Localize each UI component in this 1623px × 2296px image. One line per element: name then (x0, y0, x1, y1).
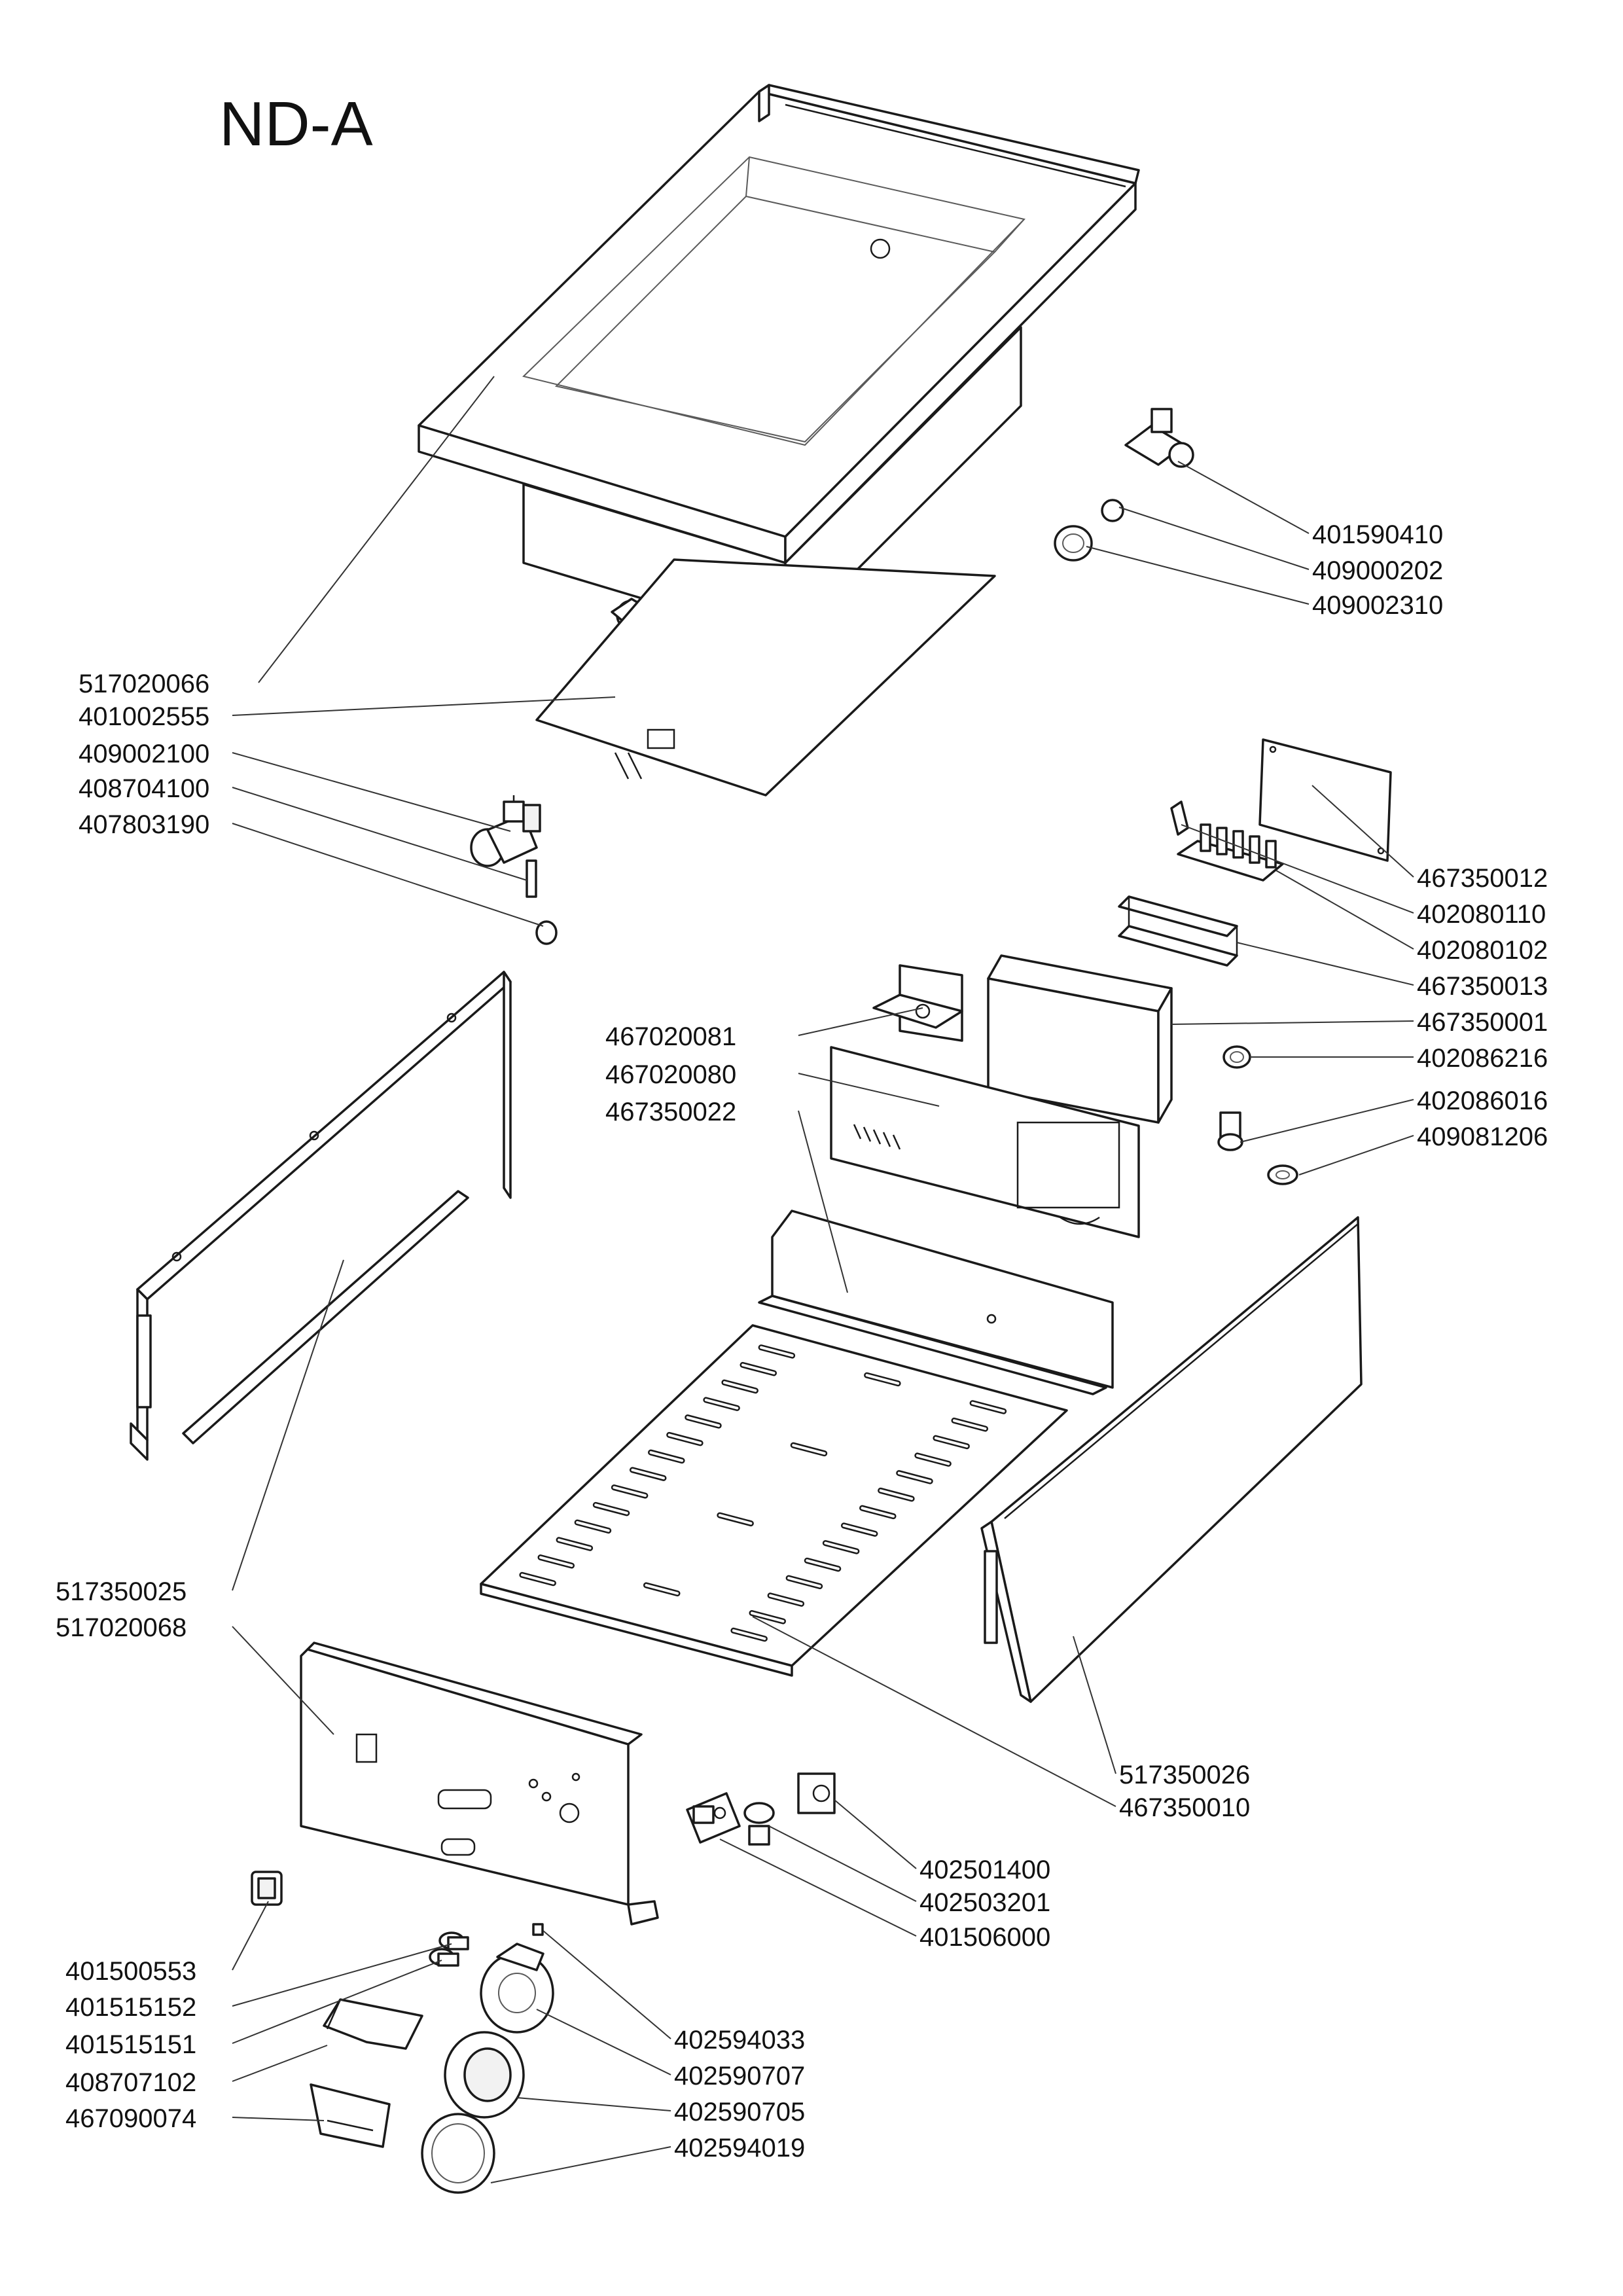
drain-valve-part (470, 795, 558, 945)
front-panel-part (830, 1046, 1140, 1238)
tray-slot-inner (769, 1594, 803, 1605)
part-label-402086216: 402086216 (1417, 1044, 1548, 1073)
leader-lines (232, 376, 1414, 2183)
part-label-467350001: 467350001 (1417, 1008, 1548, 1037)
electrical-box-part (987, 954, 1173, 1124)
tray-slot-inner (539, 1556, 573, 1568)
switch-components-part (686, 1772, 836, 1846)
part-label-402590705: 402590705 (674, 2098, 805, 2126)
din-rail-bracket-part (1118, 895, 1238, 967)
part-label-401515151: 401515151 (65, 2030, 196, 2059)
tray-slot-inner (732, 1629, 766, 1640)
part-label-517020068: 517020068 (56, 1613, 187, 1642)
rear-channel-part (758, 1210, 1114, 1395)
tray-slot-inner (879, 1489, 914, 1500)
part-number-labels: 517020066 401002555 409002100 408704100 … (56, 520, 1548, 2162)
part-label-401500553: 401500553 (65, 1957, 196, 1986)
tray-slot-inner (718, 1514, 753, 1525)
part-label-401002555: 401002555 (79, 702, 209, 731)
tray-slot-inner (649, 1451, 684, 1462)
part-label-467350010: 467350010 (1119, 1793, 1250, 1822)
part-label-401590410: 401590410 (1312, 520, 1443, 549)
part-label-402080110: 402080110 (1417, 900, 1546, 929)
tray-slot-inner (558, 1538, 592, 1550)
tray-slot-inner (645, 1584, 679, 1595)
tray-slot-inner (824, 1541, 858, 1553)
tray-slot-inner (631, 1468, 665, 1480)
tray-slot-inner (916, 1454, 950, 1465)
tray-slot-inner (806, 1559, 840, 1570)
tray-slot-inner (520, 1573, 555, 1585)
part-label-467020080: 467020080 (605, 1060, 736, 1089)
part-label-402594019: 402594019 (674, 2134, 805, 2162)
control-panel-part (300, 1641, 659, 1926)
part-label-402594033: 402594033 (674, 2026, 805, 2054)
part-label-402080102: 402080102 (1417, 936, 1548, 965)
part-label-401506000: 401506000 (919, 1923, 1050, 1952)
part-label-402086016: 402086016 (1417, 1086, 1548, 1115)
part-label-517350026: 517350026 (1119, 1761, 1250, 1789)
part-label-409000202: 409000202 (1312, 556, 1443, 585)
part-label-467020081: 467020081 (605, 1022, 736, 1051)
part-label-409002310: 409002310 (1312, 591, 1443, 620)
tray-slot-inner (686, 1416, 721, 1427)
right-side-panel-part (980, 1216, 1363, 1703)
part-label-407803190: 407803190 (79, 810, 209, 839)
part-label-401515152: 401515152 (65, 1993, 196, 2022)
left-frame-part (130, 971, 512, 1461)
tray-slot-inner (792, 1444, 826, 1455)
tray-slot-inner (668, 1433, 702, 1444)
part-label-467350012: 467350012 (1417, 864, 1548, 893)
tray-slot-inner (704, 1398, 739, 1410)
cover-plate-part (1258, 738, 1392, 862)
part-label-467350022: 467350022 (605, 1098, 736, 1126)
part-label-402501400: 402501400 (919, 1856, 1050, 1884)
part-label-467090074: 467090074 (65, 2104, 196, 2133)
base-tray-part (480, 1324, 1068, 1677)
grommets-part (1217, 1045, 1298, 1185)
part-label-408704100: 408704100 (79, 774, 209, 803)
solenoid-valve-part (1054, 408, 1194, 562)
diagram-title: ND-A (219, 89, 373, 159)
part-label-402503201: 402503201 (919, 1888, 1050, 1917)
part-label-408707102: 408707102 (65, 2068, 196, 2097)
part-label-409002100: 409002100 (79, 740, 209, 768)
tray-slot-inner (953, 1419, 987, 1430)
tray-slot-inner (741, 1363, 776, 1374)
tray-slot-inner (750, 1611, 785, 1623)
tray-slot-inner (613, 1486, 647, 1498)
part-label-517020066: 517020066 (79, 670, 209, 698)
tray-slot-inner (760, 1346, 794, 1357)
indicator-lamp-part (251, 1871, 283, 1906)
heating-mat-part (535, 558, 996, 797)
tray-slot-inner (865, 1374, 900, 1385)
bracket-plate-part (323, 1998, 423, 2050)
part-label-467350013: 467350013 (1417, 972, 1548, 1001)
tray-slot-inner (722, 1381, 757, 1392)
part-label-517350025: 517350025 (56, 1577, 187, 1606)
basin-part (418, 84, 1140, 643)
cover-part (310, 2083, 391, 2148)
mount-bracket-part (872, 964, 963, 1042)
tray-slot-inner (897, 1471, 932, 1483)
tray-slot-inner (842, 1524, 876, 1535)
tray-slot-inner (861, 1507, 895, 1518)
lamp-holders-part (429, 1931, 469, 1967)
tray-slot-inner (934, 1437, 969, 1448)
part-label-402590707: 402590707 (674, 2062, 805, 2090)
tray-slot-inner (971, 1401, 1005, 1413)
tray-slot-inner (787, 1577, 821, 1588)
part-label-409081206: 409081206 (1417, 1122, 1548, 1151)
tray-slot-inner (594, 1503, 628, 1515)
tray-slot-inner (576, 1521, 610, 1532)
knob-assembly-part (421, 1923, 554, 2194)
